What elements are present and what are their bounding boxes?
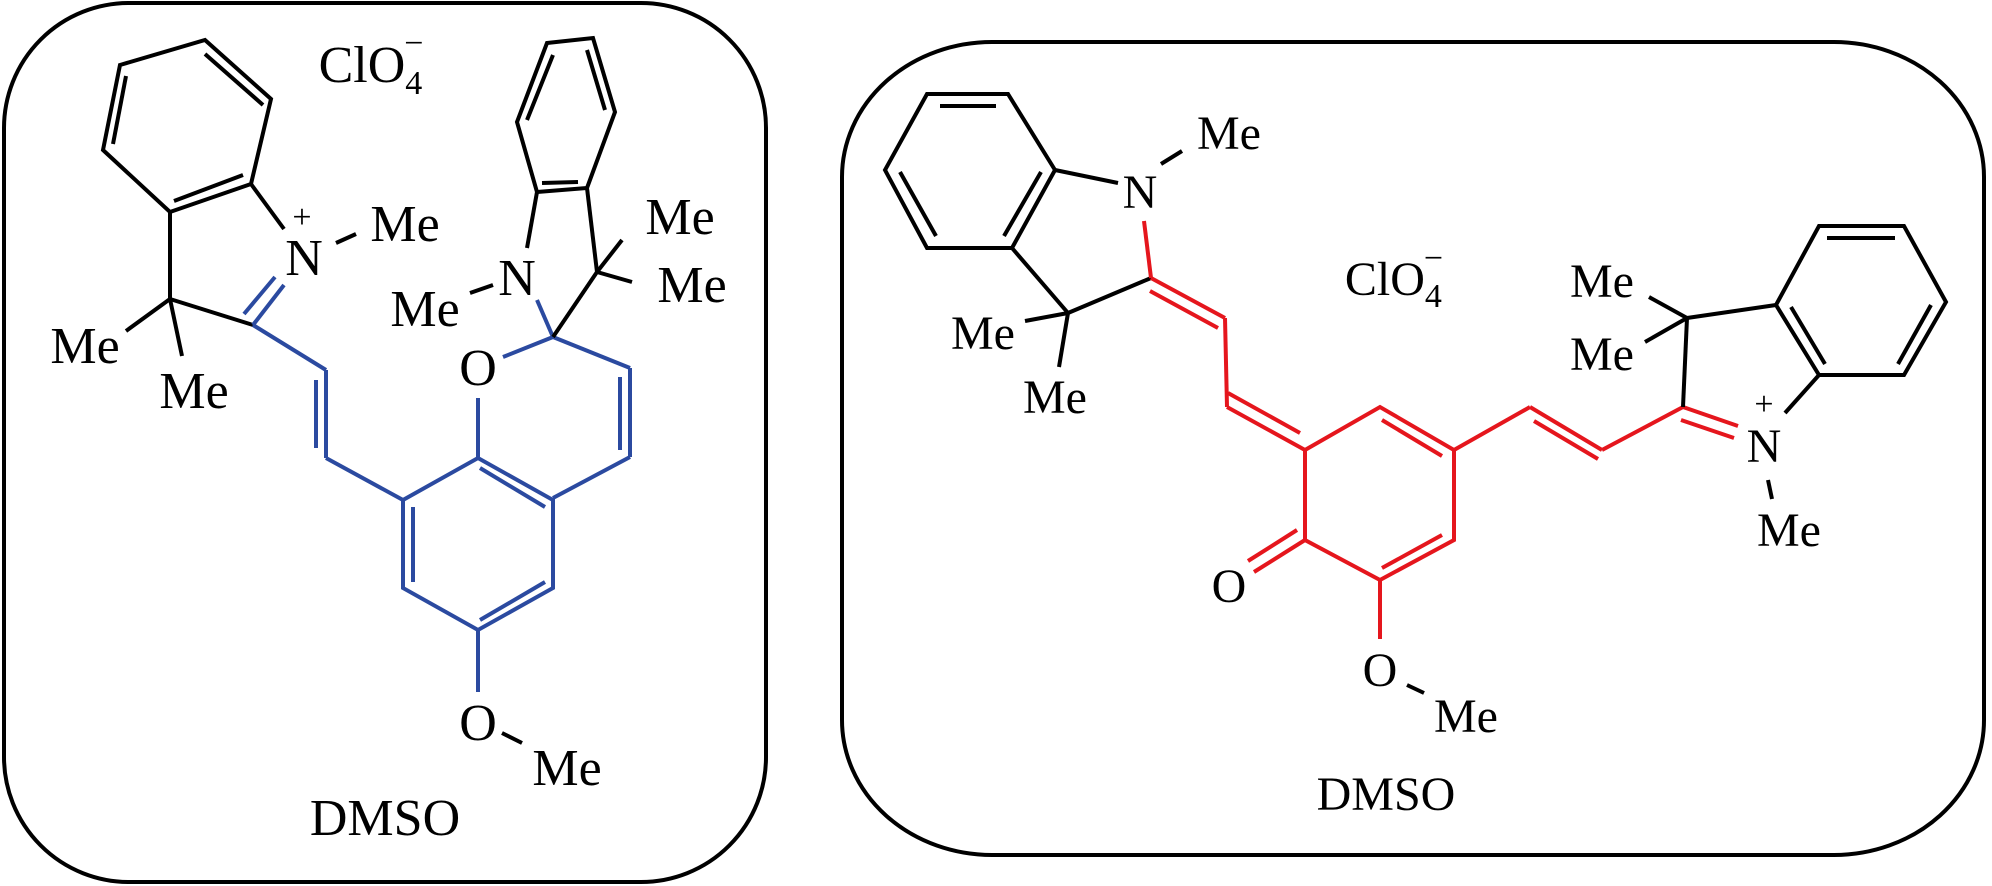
- atom-methyl: Me: [657, 257, 726, 314]
- molecule-merocyanine: [882, 92, 1949, 695]
- quinone-ring: [1303, 404, 1456, 583]
- atom-methyl: Me: [390, 281, 459, 338]
- atom-methyl: Me: [50, 318, 119, 375]
- benzene-ring: [882, 92, 1058, 250]
- atom-methyl: Me: [1434, 690, 1498, 743]
- atom-methyl: Me: [951, 307, 1015, 360]
- panel-frame: [2, 1, 768, 884]
- charge-plus: +: [292, 199, 311, 236]
- molecule-spiropyran: [100, 35, 633, 745]
- atom-methyl: Me: [370, 196, 439, 253]
- atom-n: N: [1123, 166, 1158, 219]
- charge-plus: +: [1754, 386, 1773, 423]
- panel-merocyanine: N Me Me Me ClO4− O O Me Me Me N + Me DMS…: [840, 40, 1986, 857]
- atom-oxygen: O: [459, 340, 497, 397]
- atom-n-plus: N: [285, 230, 323, 287]
- chromene-benzene-ring: [401, 455, 555, 633]
- counterion-label: ClO4−: [1345, 240, 1443, 315]
- benzene-ring: [100, 37, 274, 215]
- atom-methyl: Me: [1197, 107, 1261, 160]
- atom-n: N: [498, 250, 536, 307]
- atom-methyl: Me: [1570, 255, 1634, 308]
- panel-spiropyran: ClO4− N + Me Me Me N Me Me Me O O Me DMS…: [2, 1, 768, 884]
- atom-methyl: Me: [1757, 504, 1821, 557]
- benzene-ring: [1773, 224, 1949, 377]
- atom-methyl: Me: [1023, 371, 1087, 424]
- solvent-label: DMSO: [310, 790, 460, 847]
- atom-oxygen: O: [1212, 560, 1247, 613]
- atom-oxygen: O: [1363, 644, 1398, 697]
- counterion-label: ClO4−: [319, 25, 424, 102]
- solvent-label: DMSO: [1317, 768, 1456, 821]
- panel-frame: [840, 40, 1986, 857]
- benzene-ring: [514, 35, 618, 195]
- atom-methyl: Me: [532, 740, 601, 797]
- atom-oxygen: O: [459, 695, 497, 752]
- atom-methyl: Me: [1570, 328, 1634, 381]
- atom-n-plus: N: [1747, 420, 1782, 473]
- atom-methyl: Me: [645, 189, 714, 246]
- atom-methyl: Me: [159, 363, 228, 420]
